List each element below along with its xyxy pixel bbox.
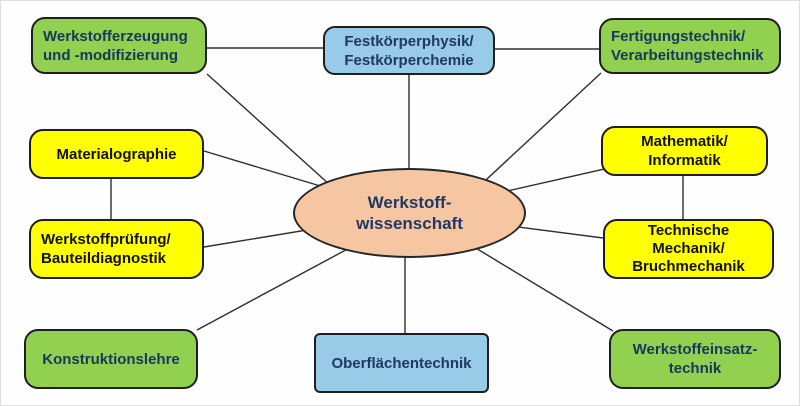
- node-werkstoffpruefung: Werkstoffprüfung/ Bauteildiagnostik: [29, 219, 204, 279]
- node-label-line: Mathematik/: [641, 133, 728, 150]
- node-label-line: Bauteildiagnostik: [41, 250, 167, 267]
- node-label-line: Verarbeitungstechnik: [611, 47, 764, 64]
- node-werkstoffeinsatztechnik: Werkstoffeinsatz- technik: [609, 329, 781, 389]
- node-label-line: Festkörperphysik/: [344, 32, 474, 50]
- node-label-line: Technische: [647, 222, 730, 239]
- node-werkstofferzeugung: Werkstofferzeugung und -modifizierung: [31, 17, 207, 74]
- node-label-line: Festkörperchemie: [344, 51, 474, 69]
- node-mathematik: Mathematik/ Informatik: [601, 126, 768, 176]
- node-label-line: Informatik: [648, 152, 721, 169]
- node-label-line: und -modifizierung: [43, 46, 178, 64]
- node-label-line: Werkstofferzeugung: [43, 27, 188, 45]
- node-fertigungstechnik: Fertigungstechnik/ Verarbeitungstechnik: [599, 18, 781, 74]
- node-label-line: Mechanik/: [652, 240, 725, 257]
- center-node-werkstoffwissenschaft: Werkstoff- wissenschaft: [293, 168, 526, 258]
- node-label-line: Werkstoffprüfung/: [41, 231, 171, 248]
- node-label-line: Werkstoffeinsatz-: [632, 341, 758, 358]
- node-label-line: Konstruktionslehre: [42, 350, 180, 368]
- node-materialographie: Materialographie: [29, 129, 204, 179]
- node-label-line: Materialographie: [56, 145, 177, 163]
- node-oberflaechentechnik: Oberflächentechnik: [314, 333, 489, 393]
- center-label-line: Werkstoff-: [367, 193, 452, 212]
- node-label-line: Oberflächentechnik: [331, 354, 472, 372]
- node-label-line: Fertigungstechnik/: [611, 28, 746, 45]
- node-label-line: Bruchmechanik: [632, 258, 745, 275]
- node-label-line: technik: [668, 360, 722, 377]
- node-technische-mechanik: Technische Mechanik/ Bruchmechanik: [603, 219, 774, 279]
- node-festkoerperphysik: Festkörperphysik/ Festkörperchemie: [323, 26, 495, 75]
- center-label-line: wissenschaft: [356, 214, 463, 233]
- node-konstruktionslehre: Konstruktionslehre: [24, 329, 198, 389]
